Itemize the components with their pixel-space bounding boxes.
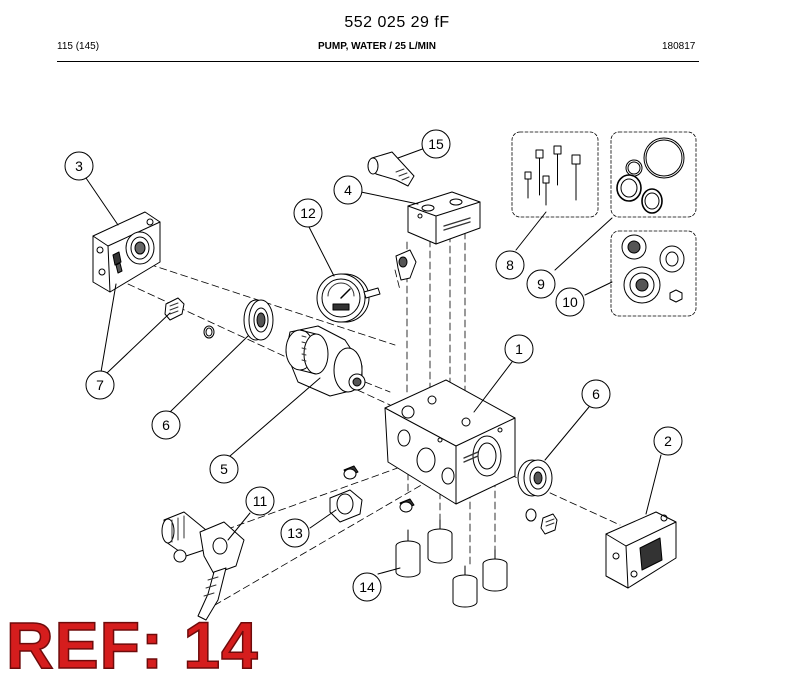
callout-1: 1 (504, 334, 534, 364)
part-12-gauge (316, 273, 381, 323)
callout-7: 7 (85, 370, 115, 400)
elbow-fitting (395, 249, 417, 281)
svg-text:10: 10 (562, 294, 578, 310)
part-3-end-cover (92, 211, 161, 293)
part-1-pump-housing (384, 379, 516, 505)
callout-14: 14 (352, 572, 382, 602)
svg-text:5: 5 (220, 461, 228, 477)
part-15-cartridge (367, 151, 415, 187)
part-4-valve-block (407, 191, 481, 245)
part-2-end-cover (605, 511, 677, 589)
page-title: PUMP, WATER / 25 L/MIN (318, 41, 436, 52)
header-rule (57, 61, 699, 62)
svg-text:15: 15 (428, 136, 444, 152)
part-10-coupling-kit (610, 230, 697, 317)
callout-12: 12 (293, 198, 323, 228)
svg-text:6: 6 (162, 417, 170, 433)
svg-text:11: 11 (253, 493, 268, 509)
svg-text:14: 14 (359, 579, 375, 595)
part-7-fitting (164, 297, 215, 339)
callout-5: 5 (209, 454, 239, 484)
svg-text:6: 6 (592, 386, 600, 402)
callout-15: 15 (421, 129, 451, 159)
callout-2: 2 (653, 426, 683, 456)
callout-13: 13 (280, 518, 310, 548)
callout-11: 11 (245, 486, 275, 516)
callout-10: 10 (555, 287, 585, 317)
date-code: 180817 (662, 41, 696, 52)
ref-stamp: REF: 14 (5, 608, 259, 682)
part-9-seal-kit (610, 131, 697, 218)
part-6-seal-right (517, 459, 553, 497)
page-number: 115 (145) (57, 41, 100, 52)
callout-4: 4 (333, 175, 363, 205)
part-11-unloader (161, 511, 245, 621)
small-fittings-right (525, 508, 558, 535)
leader-lines (85, 143, 662, 575)
part-6-seal-left (243, 299, 274, 341)
part-5-plunger (285, 325, 366, 397)
svg-text:7: 7 (96, 377, 104, 393)
svg-text:1: 1 (515, 341, 523, 357)
svg-text:13: 13 (287, 525, 303, 541)
callout-6-left: 6 (151, 410, 181, 440)
callout-3: 3 (64, 151, 94, 181)
svg-text:4: 4 (344, 182, 352, 198)
callout-9: 9 (526, 269, 556, 299)
svg-text:8: 8 (506, 257, 514, 273)
part-13-caps (329, 465, 415, 523)
document-number: 552 025 29 fF (344, 14, 450, 31)
callout-6-right: 6 (581, 379, 611, 409)
svg-text:12: 12 (300, 205, 316, 221)
svg-text:9: 9 (537, 276, 545, 292)
callout-8: 8 (495, 250, 525, 280)
part-8-bolt-kit (511, 131, 599, 218)
svg-text:2: 2 (664, 433, 672, 449)
svg-text:3: 3 (75, 158, 83, 174)
part-14-plugs (395, 519, 508, 608)
callout-bubbles: 3 15 4 12 8 9 10 1 7 6 6 2 5 11 13 14 (64, 129, 683, 602)
